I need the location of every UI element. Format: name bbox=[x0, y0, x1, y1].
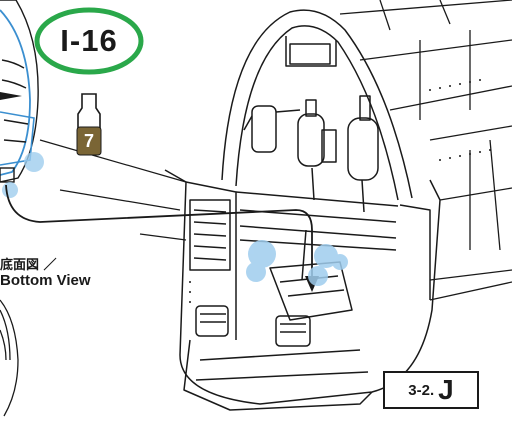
step-number: I-16 bbox=[60, 23, 118, 58]
leader-line bbox=[5, 184, 313, 278]
reference-part-letter: J bbox=[438, 374, 454, 405]
wing-lines bbox=[39, 139, 512, 281]
reference-step-number: 3-2. bbox=[408, 381, 435, 399]
fuselage-frame bbox=[189, 0, 512, 303]
glue-highlights bbox=[246, 240, 348, 286]
paint-bottle-icon bbox=[76, 93, 102, 156]
bottom-view-detail bbox=[0, 299, 19, 417]
cockpit-tub bbox=[164, 9, 441, 411]
bottom-view-caption-jp: 底面図 ／ bbox=[0, 258, 57, 273]
step-ring bbox=[34, 7, 144, 75]
paint-color-number: 7 bbox=[83, 130, 94, 151]
bottom-view-caption-en: Bottom View bbox=[0, 272, 91, 289]
step-reference-box: 3-2. J bbox=[383, 371, 479, 409]
